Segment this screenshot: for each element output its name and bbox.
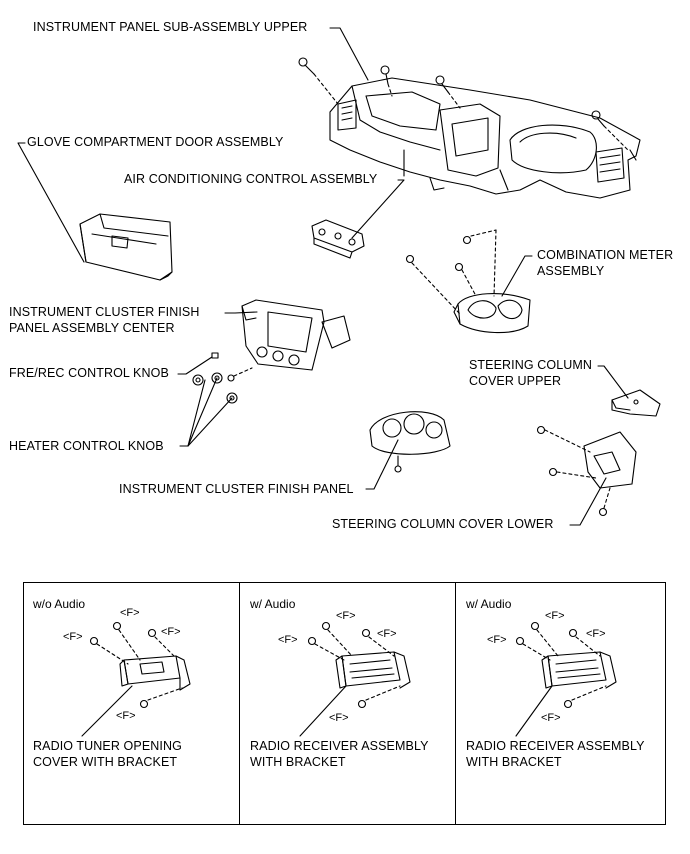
variant-title: w/o Audio: [33, 597, 86, 611]
combination-meter-drawing: [405, 229, 531, 334]
label-fre-rec-knob: FRE/REC CONTROL KNOB: [9, 366, 169, 380]
radio-receiver-drawing-1: [299, 621, 411, 737]
fastener-mark: <F>: [278, 634, 298, 646]
ac-control-drawing: [311, 219, 365, 259]
variant-part-line2: WITH BRACKET: [250, 755, 346, 769]
clip-fasteners-upper: [298, 57, 629, 151]
variant-title: w/ Audio: [466, 597, 512, 611]
label-combination-meter-line2: ASSEMBLY: [537, 264, 605, 278]
label-instrument-panel-upper: INSTRUMENT PANEL SUB-ASSEMBLY UPPER: [33, 20, 308, 34]
leader-lines: [17, 27, 629, 526]
fastener-mark: <F>: [116, 710, 136, 722]
fastener-mark: <F>: [161, 626, 181, 638]
label-column-cover-upper-line1: STEERING COLUMN: [469, 358, 593, 372]
label-heater-knob: HEATER CONTROL KNOB: [9, 439, 164, 453]
fastener-mark: <F>: [545, 610, 565, 622]
label-column-cover-lower: STEERING COLUMN COVER LOWER: [332, 517, 554, 531]
glove-compartment-drawing: [79, 213, 173, 281]
fastener-mark: <F>: [487, 634, 507, 646]
cluster-finish-panel-drawing: [369, 411, 451, 473]
control-knobs-drawing: [192, 352, 253, 404]
fastener-mark: <F>: [377, 628, 397, 640]
fastener-mark: <F>: [120, 607, 140, 619]
variant-part-line1: RADIO RECEIVER ASSEMBLY: [466, 739, 645, 753]
fastener-mark: <F>: [336, 610, 356, 622]
label-column-cover-upper-line2: COVER UPPER: [469, 374, 562, 388]
label-cluster-center-line1: INSTRUMENT CLUSTER FINISH: [9, 305, 200, 319]
variant-part-line1: RADIO TUNER OPENING: [33, 739, 182, 753]
variant-panel-audio-1: w/ Audio RADIO RECEIVER ASSEMBLY WITH BR…: [239, 582, 456, 825]
radio-tuner-cover-drawing: [81, 621, 191, 737]
variant-part-line1: RADIO RECEIVER ASSEMBLY: [250, 739, 429, 753]
instrument-panel-upper-drawing: [329, 77, 641, 199]
label-ac-control: AIR CONDITIONING CONTROL ASSEMBLY: [124, 172, 378, 186]
fastener-mark: <F>: [586, 628, 606, 640]
label-cluster-center-line2: PANEL ASSEMBLY CENTER: [9, 321, 175, 335]
label-glove-compartment-door: GLOVE COMPARTMENT DOOR ASSEMBLY: [27, 135, 284, 149]
label-combination-meter-line1: COMBINATION METER: [537, 248, 674, 262]
variant-part-line2: WITH BRACKET: [466, 755, 562, 769]
radio-receiver-drawing-2: [515, 621, 617, 737]
variant-panel-audio-2: w/ Audio RADIO RECEIVER ASSEMBLY WITH BR…: [455, 582, 666, 825]
fastener-mark: <F>: [329, 712, 349, 724]
variant-title: w/ Audio: [250, 597, 296, 611]
fastener-mark: <F>: [541, 712, 561, 724]
fastener-mark: <F>: [63, 631, 83, 643]
steering-cover-upper-drawing: [611, 389, 661, 417]
variant-part-line2: COVER WITH BRACKET: [33, 755, 178, 769]
steering-cover-lower-drawing: [536, 425, 637, 517]
label-cluster-finish-panel: INSTRUMENT CLUSTER FINISH PANEL: [119, 482, 354, 496]
cluster-center-panel-drawing: [241, 299, 351, 371]
